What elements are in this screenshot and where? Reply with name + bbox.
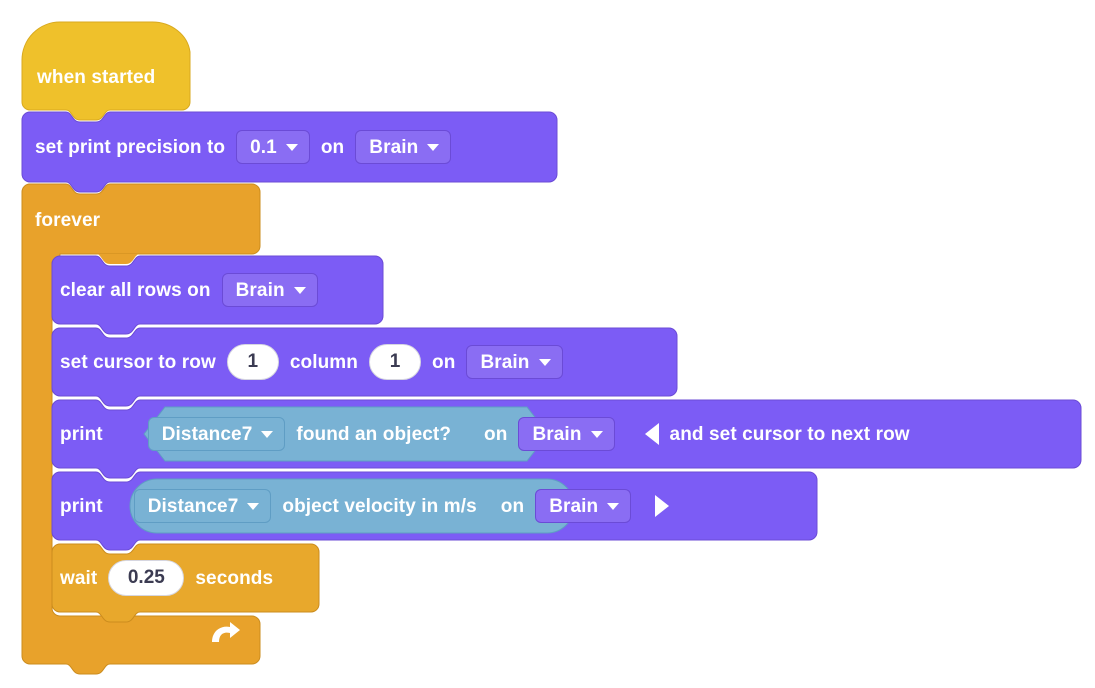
clear-all-rows-label: clear all rows on	[60, 279, 211, 301]
and-set-cursor-next-row-label: and set cursor to next row	[669, 423, 910, 445]
distance7-value-1: Distance7	[161, 423, 253, 445]
device-dropdown-2[interactable]: Brain	[221, 273, 318, 307]
when-started-block-shape[interactable]	[21, 21, 191, 121]
found-an-object-label: found an object?	[296, 423, 452, 445]
on-label-3: on	[484, 423, 508, 445]
object-velocity-label: object velocity in m/s	[282, 495, 477, 517]
print-found-object-row[interactable]: print Distance7 found an object? on Brai…	[60, 412, 910, 456]
chevron-down-icon	[261, 430, 274, 438]
set-cursor-row[interactable]: set cursor to row 1 column 1 on Brain	[60, 340, 563, 384]
chevron-down-icon	[427, 143, 440, 151]
distance7-value-2: Distance7	[147, 495, 239, 517]
when-started-label: when started	[37, 66, 156, 88]
wait-row[interactable]: wait 0.25 seconds	[60, 556, 273, 600]
forever-row[interactable]: forever	[35, 198, 100, 242]
device-dropdown-1[interactable]: Brain	[355, 130, 452, 164]
print-label-2: print	[60, 495, 103, 517]
on-label-4: on	[500, 495, 525, 517]
device-value-4: Brain	[532, 423, 582, 445]
wait-label: wait	[60, 567, 98, 589]
loop-arrow-icon	[212, 622, 240, 642]
chevron-down-icon	[538, 358, 551, 366]
print-label-1: print	[60, 423, 103, 445]
device-value-2: Brain	[235, 279, 285, 301]
distance7-dropdown-2[interactable]: Distance7	[133, 489, 272, 523]
device-value-5: Brain	[549, 495, 599, 517]
print-precision-value: 0.1	[250, 136, 277, 158]
forever-inner-notch	[60, 254, 252, 264]
set-print-precision-row[interactable]: set print precision to 0.1 on Brain	[35, 125, 452, 169]
device-dropdown-4[interactable]: Brain	[518, 417, 615, 451]
forever-block-shape[interactable]	[21, 183, 261, 675]
cursor-column-input[interactable]: 1	[369, 344, 422, 380]
clear-all-rows-row[interactable]: clear all rows on Brain	[60, 268, 318, 312]
chevron-down-icon	[293, 286, 306, 294]
expand-arrow-icon[interactable]	[655, 495, 670, 517]
device-value-3: Brain	[480, 351, 530, 373]
collapse-arrow-icon[interactable]	[644, 423, 659, 445]
chevron-down-icon	[590, 430, 603, 438]
wait-duration-input[interactable]: 0.25	[108, 560, 185, 596]
device-value-1: Brain	[369, 136, 419, 158]
chevron-down-icon	[247, 502, 260, 510]
when-started-row[interactable]: when started	[37, 55, 155, 99]
forever-label: forever	[35, 209, 101, 231]
distance7-dropdown-1[interactable]: Distance7	[147, 417, 286, 451]
print-precision-dropdown[interactable]: 0.1	[236, 130, 310, 164]
print-object-velocity-row[interactable]: print Distance7 object velocity in m/s o…	[60, 484, 670, 528]
chevron-down-icon	[285, 143, 298, 151]
set-print-precision-label: set print precision to	[35, 136, 226, 158]
cursor-row-input[interactable]: 1	[226, 344, 279, 380]
on-label-2: on	[432, 351, 456, 373]
column-label: column	[289, 351, 359, 373]
device-dropdown-3[interactable]: Brain	[466, 345, 563, 379]
chevron-down-icon	[607, 502, 620, 510]
on-label-1: on	[320, 136, 345, 158]
device-dropdown-5[interactable]: Brain	[535, 489, 632, 523]
set-cursor-to-row-label: set cursor to row	[60, 351, 216, 373]
seconds-label: seconds	[195, 567, 274, 589]
